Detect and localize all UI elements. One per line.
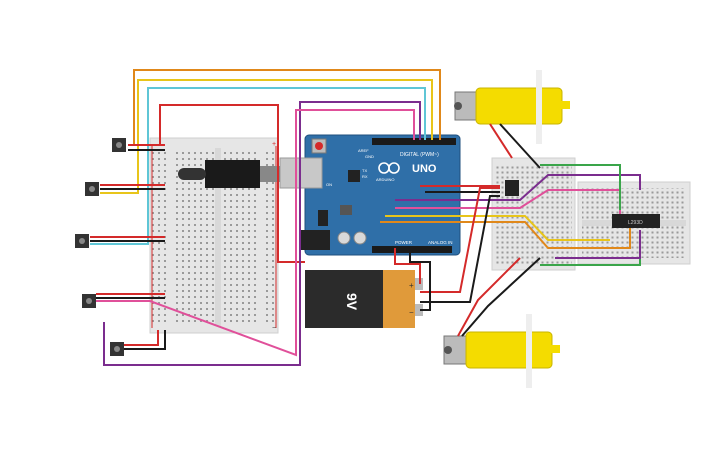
motor-bottom[interactable] bbox=[443, 314, 560, 388]
battery-9v[interactable]: + − 9V bbox=[305, 270, 423, 328]
tx-label: TX bbox=[362, 168, 367, 173]
wires bbox=[90, 69, 641, 366]
battery-label: 9V bbox=[344, 293, 360, 311]
aref-label: AREF bbox=[358, 148, 369, 153]
ir-sensor[interactable] bbox=[110, 342, 124, 356]
digital-header-label: DIGITAL (PWM~) bbox=[400, 152, 439, 158]
rx-label: RX bbox=[362, 174, 368, 179]
motor-driver-label: L293D bbox=[628, 220, 643, 226]
arduino-uno-board[interactable]: DIGITAL (PWM~) ANALOG IN POWER AREF GND … bbox=[279, 134, 461, 256]
sensor-cable bbox=[178, 160, 280, 188]
rail-plus-label: + bbox=[272, 141, 276, 148]
ir-sensor[interactable] bbox=[82, 294, 96, 308]
motor-top[interactable] bbox=[454, 70, 570, 144]
ir-sensor[interactable] bbox=[85, 182, 99, 196]
analog-header-label: ANALOG IN bbox=[428, 240, 453, 245]
board-brand: UNO bbox=[412, 163, 437, 175]
capacitor bbox=[337, 231, 351, 245]
battery-terminal bbox=[415, 304, 423, 316]
analog-header[interactable] bbox=[372, 246, 452, 253]
power-header-label: POWER bbox=[395, 240, 413, 245]
gnd-label: GND bbox=[365, 154, 374, 159]
digital-header[interactable] bbox=[372, 138, 456, 145]
right-breadboard bbox=[491, 157, 691, 271]
ir-sensors bbox=[75, 138, 126, 356]
motor-driver-ic[interactable]: L293D bbox=[612, 214, 660, 228]
capacitor bbox=[353, 231, 367, 245]
power-jack bbox=[300, 230, 330, 250]
reset-button[interactable] bbox=[315, 142, 323, 150]
transistor bbox=[505, 180, 519, 196]
battery-minus: − bbox=[409, 308, 414, 317]
on-label: ON bbox=[326, 182, 332, 187]
rail-minus-label: − bbox=[272, 325, 276, 332]
ir-sensor[interactable] bbox=[75, 234, 89, 248]
board-logo-text: ARDUINO bbox=[376, 177, 394, 182]
battery-plus: + bbox=[409, 281, 414, 290]
ir-sensor[interactable] bbox=[112, 138, 126, 152]
chip bbox=[348, 170, 360, 182]
